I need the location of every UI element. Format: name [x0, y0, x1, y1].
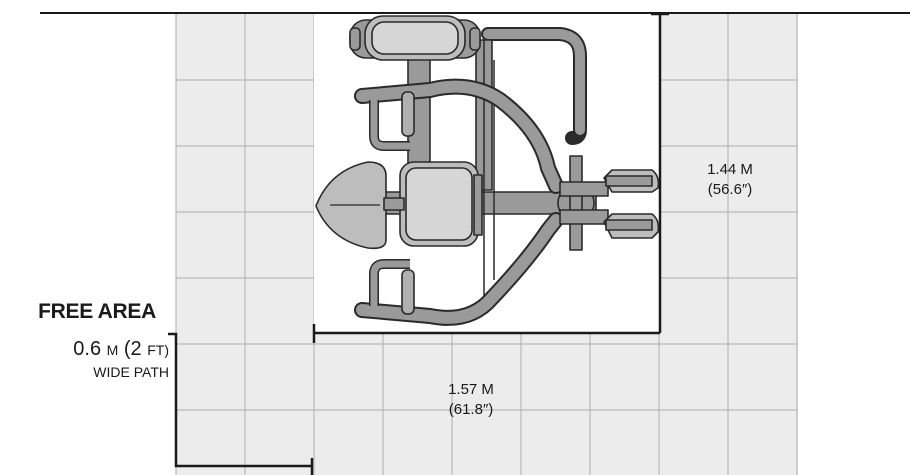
depth-imperial: (56.6″)	[707, 181, 753, 198]
depth-metric: 1.44 M	[707, 161, 753, 178]
free-area-width-alt-value: (2	[123, 338, 142, 360]
free-area-title: FREE AREA	[38, 300, 156, 323]
free-area-outline	[168, 332, 314, 475]
depth-dimension-label: 1.44 M (56.6″)	[690, 160, 770, 200]
free-area-path-label: WIDE PATH	[93, 364, 169, 380]
free-area-width-value: 0.6	[73, 338, 102, 360]
width-dimension-label: 1.57 M (61.8″)	[436, 380, 506, 420]
free-area-width-unit: M	[106, 342, 119, 358]
leg-rollers	[603, 169, 660, 239]
back-pad	[349, 15, 481, 61]
home-gym-machine	[315, 15, 660, 326]
free-area-width-alt-unit: FT)	[147, 342, 169, 358]
seat-pad	[399, 161, 483, 247]
width-dimension-line	[312, 324, 660, 343]
width-imperial: (61.8″)	[448, 401, 494, 418]
depth-dimension-line	[651, 12, 669, 333]
width-metric: 1.57 M	[448, 381, 494, 398]
free-area-width: 0.6 M (2 FT)	[73, 338, 169, 361]
